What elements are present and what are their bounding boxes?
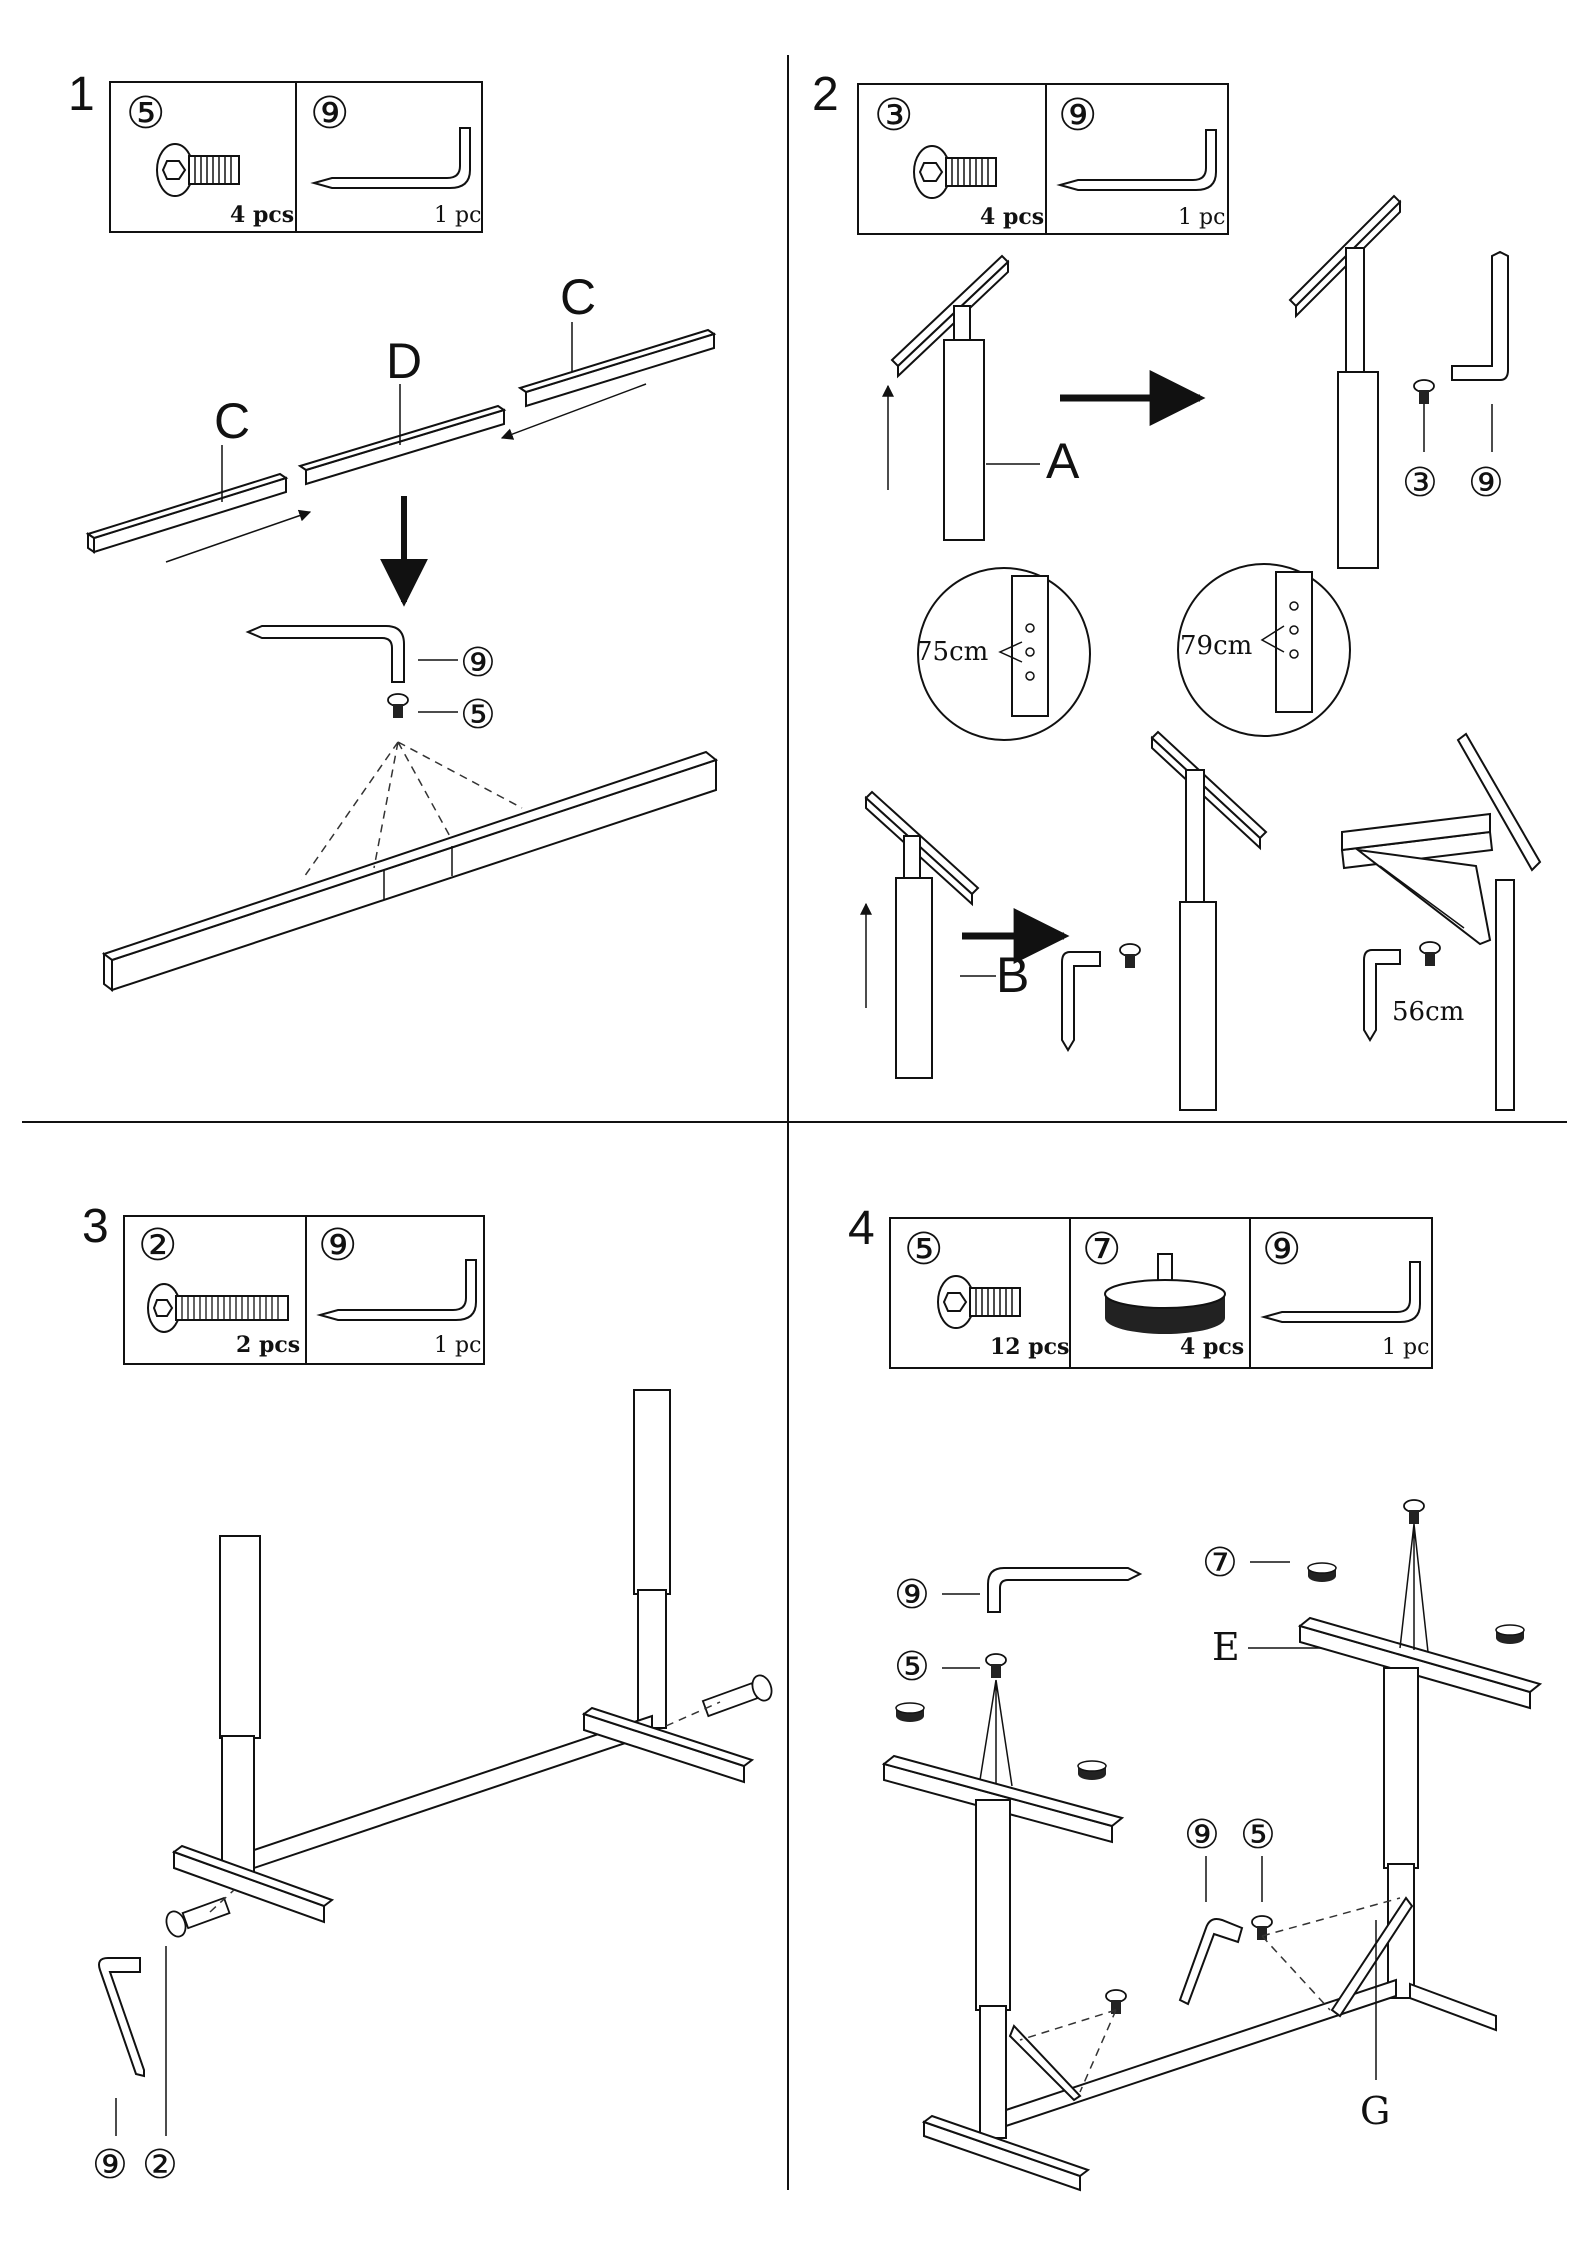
foot-pad-icon [1308,1563,1336,1582]
step-3: 3 ② 2 pcs ⑨ 1 pc [82,1200,775,2188]
hex-key-icon [1452,252,1508,380]
part-qty: 4 pcs [980,204,1044,230]
part-id: ⑨ [318,1220,357,1271]
callout-bolt: ② [142,2142,178,2188]
step-number: 2 [812,68,839,121]
callout-foot: ⑦ [1202,1540,1238,1586]
part-id: ⑨ [1262,1224,1301,1275]
parts-box: ⑤ 12 pcs ⑦ 4 pcs ⑨ 1 pc [890,1218,1432,1368]
callout-screw: ⑤ [460,692,496,738]
step-2: 2 ③ 4 pcs ⑨ 1 pc A [812,68,1540,1110]
step-1: 1 ⑤ 4 pcs ⑨ 1 pc C D C [68,68,716,990]
foot-pad-icon [896,1703,924,1722]
label-d: D [386,333,422,389]
part-id: ② [138,1220,177,1271]
leg-b-extended [1152,732,1266,1110]
step-number: 3 [82,1200,109,1253]
label-a: A [1046,433,1080,489]
bolt-icon [163,1893,231,1939]
part-qty: 1 pc [1382,1335,1429,1360]
crossbar [924,1980,1496,2190]
frame-assembly [174,1390,752,1922]
assembled-beam [104,752,716,990]
hex-key-icon [988,1568,1140,1612]
part-qty: 1 pc [434,1333,481,1358]
step-number: 4 [848,1202,875,1255]
foot-pad-icon [1496,1625,1524,1644]
detail-circle-75: 75cm [916,568,1090,740]
callout-screw: ③ [1402,460,1438,506]
label-c-left: C [214,393,250,449]
callout-screw-top: ⑤ [894,1644,930,1690]
part-qty: 2 pcs [236,1332,300,1358]
hex-key-icon [99,1958,144,2076]
leg-right [1384,1668,1418,1998]
bolt-icon [701,1673,775,1721]
part-id: ⑦ [1082,1224,1121,1275]
part-id: ⑨ [310,88,349,139]
hex-key-icon [248,626,404,682]
part-id: ⑨ [1058,90,1097,141]
height-low: 75cm [916,637,988,667]
part-qty: 1 pc [434,203,481,228]
detail-circle-79: 79cm [1178,564,1350,736]
part-qty: 4 pcs [230,202,294,228]
bracket-detail [1342,734,1540,1110]
label-c-right: C [560,269,596,325]
callout-hex-key-mid: ⑨ [1184,1812,1220,1858]
leg-a-extended [1290,196,1400,568]
part-qty: 4 pcs [1180,1334,1244,1360]
screw-icon [1120,944,1140,968]
part-qty: 1 pc [1178,205,1225,230]
part-qty: 12 pcs [990,1334,1069,1360]
part-id: ⑤ [126,88,165,139]
parts-box: ③ 4 pcs ⑨ 1 pc [858,84,1228,234]
screw-icon [388,694,408,718]
callout-hex-key: ⑨ [460,640,496,686]
label-g: G [1360,2089,1390,2133]
label-b: B [996,947,1029,1003]
label-e: E [1212,1625,1240,1669]
parts-box: ② 2 pcs ⑨ 1 pc [124,1216,484,1364]
step-number: 1 [68,68,95,121]
screw-icon [1404,1500,1424,1524]
part-id: ③ [874,90,913,141]
parts-box: ⑤ 4 pcs ⑨ 1 pc [110,82,482,232]
screw-icon [1414,380,1434,404]
rail-d [300,406,504,484]
screw-icon [986,1654,1006,1678]
leg-left [976,1800,1010,2138]
callout-hex-key: ⑨ [92,2142,128,2188]
step-4: 4 ⑤ 12 pcs ⑦ 4 pcs ⑨ 1 pc ⑨ ⑤ ⑦ [848,1202,1540,2190]
hex-key-icon [1062,952,1100,1050]
leg-a [892,256,1008,540]
rail-c-left [88,474,286,552]
brace-left [1010,2026,1080,2100]
part-id: ⑤ [904,1224,943,1275]
callout-screw-mid: ⑤ [1240,1812,1276,1858]
height-high: 79cm [1180,631,1252,661]
brace-measure: 56cm [1392,997,1464,1027]
screw-icon [1420,942,1440,966]
foot-pad-icon [1078,1761,1106,1780]
hex-key-icon [1180,1919,1242,2004]
leg-b [866,792,978,1078]
callout-hex-key-top: ⑨ [894,1572,930,1618]
callout-hex-key: ⑨ [1468,460,1504,506]
